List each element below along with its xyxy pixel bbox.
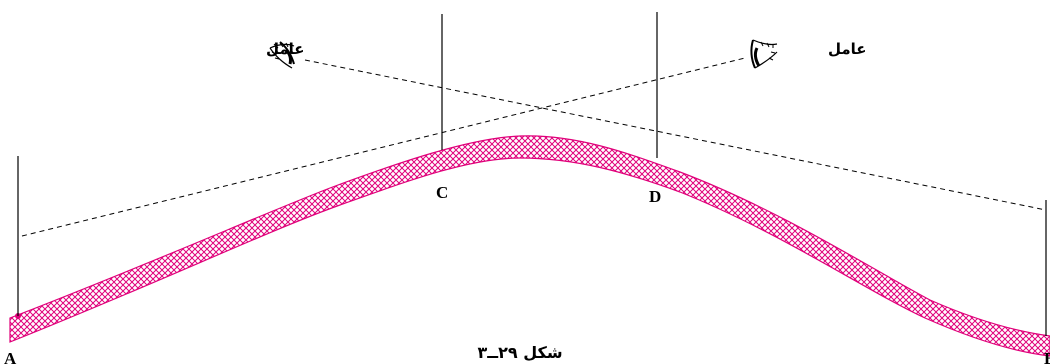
sight-line-left-observer: [304, 59, 1047, 211]
eye-icon: [269, 41, 295, 69]
eye-icon: [750, 39, 778, 69]
point-label-b: B: [1044, 349, 1050, 364]
terrain-hill: [9, 135, 1050, 357]
figure-caption: شکل ۲۹ــ۳: [477, 343, 562, 362]
point-label-a: A: [4, 349, 17, 364]
point-label-c: C: [436, 183, 448, 202]
observer-left-label: عامل: [266, 40, 305, 58]
observer-right-label: عامل: [828, 40, 867, 58]
sight-line-right-observer: [21, 57, 746, 237]
point-label-d: D: [649, 187, 661, 206]
